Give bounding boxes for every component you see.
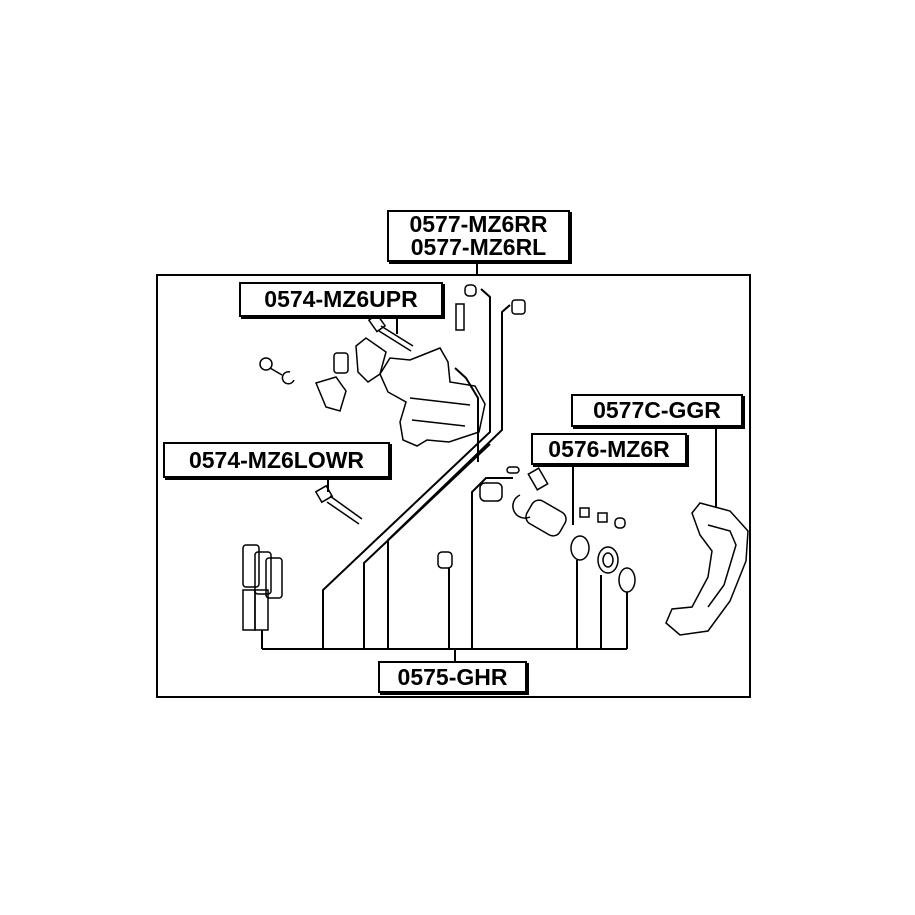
piston-and-seals [437,466,636,593]
brake-pads [242,544,283,631]
lower-guide-pin [314,484,363,525]
label-caliper-right: 0577-MZ6RR [409,211,548,237]
label-lower-pin-text: 0574-MZ6LOWR [188,446,365,473]
label-bracket-text: 0577C-GGR [593,397,721,423]
label-caliper-assembly: 0577-MZ6RR 0577-MZ6RL [387,210,570,262]
caliper-assembly-frame [156,274,751,698]
label-upper-pin-text: 0574-MZ6UPR [264,286,418,312]
bleeder-screw-and-cap [455,284,526,331]
label-upper-guide-pin: 0574-MZ6UPR [239,282,443,317]
label-repair-kit-text: 0575-GHR [397,663,508,690]
label-lower-guide-pin: 0574-MZ6LOWR [163,442,390,478]
label-repair-kit: 0575-GHR [378,661,527,693]
parking-lever-parts [259,337,387,412]
caliper-bracket [665,502,749,636]
label-caliper-bracket: 0577C-GGR [571,394,743,427]
leader-lines [261,262,717,661]
caliper-body [379,347,486,447]
upper-guide-pin [367,313,414,352]
label-piston: 0576-MZ6R [531,433,687,465]
label-piston-text: 0576-MZ6R [548,435,670,462]
label-caliper-left: 0577-MZ6RL [410,234,547,260]
